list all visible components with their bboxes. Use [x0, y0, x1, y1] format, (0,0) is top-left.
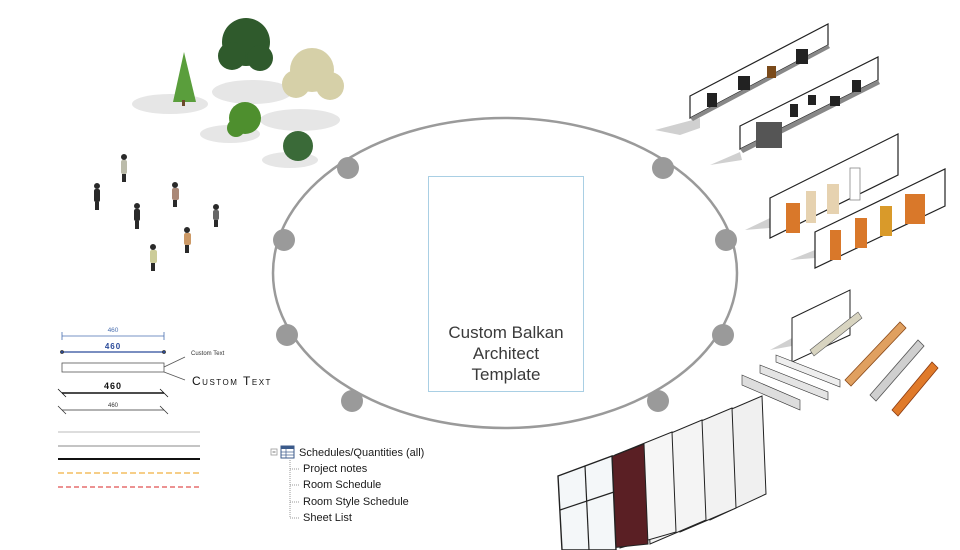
schedule-item[interactable]: Room Style Schedule — [303, 496, 409, 508]
schedule-table-icon — [280, 445, 295, 459]
ring-node — [652, 157, 674, 179]
ring-node — [337, 157, 359, 179]
dimension-styles — [57, 332, 186, 415]
tree-dark — [218, 18, 273, 71]
person — [121, 154, 127, 182]
schedule-item[interactable]: Sheet List — [303, 512, 352, 524]
stairs-railings — [741, 289, 939, 417]
walls-doors — [745, 133, 946, 269]
person — [213, 204, 219, 227]
ring-node — [341, 390, 363, 412]
schedule-tree-lines — [289, 460, 300, 519]
wall-type-layers — [557, 395, 767, 550]
tree-conifer — [173, 52, 196, 106]
tree-small-dark — [283, 131, 313, 161]
schedule-item[interactable]: Project notes — [303, 463, 368, 475]
template-file-card[interactable] — [428, 176, 584, 392]
dim-label: 460 — [108, 327, 119, 334]
line-styles — [58, 431, 200, 488]
person — [184, 227, 191, 253]
ring-node — [715, 229, 737, 251]
custom-text-small: Custom Text — [191, 351, 225, 357]
person — [94, 183, 100, 210]
ring-node — [712, 324, 734, 346]
schedule-collapse-icon — [270, 448, 278, 456]
dim-label: 460 — [104, 381, 122, 391]
walls-windows — [655, 23, 880, 165]
schedule-item[interactable]: Room Schedule — [303, 479, 382, 491]
template-title-line: Template — [471, 365, 541, 384]
dim-label: 460 — [108, 403, 119, 409]
schedules-root-label[interactable]: Schedules/Quantities (all) — [299, 447, 425, 459]
person — [134, 203, 140, 229]
template-title-line: Architect — [472, 344, 540, 363]
tree-blossom — [282, 48, 344, 100]
person — [150, 244, 157, 271]
tree-green — [227, 102, 261, 137]
ring-node — [273, 229, 295, 251]
ring-node — [647, 390, 669, 412]
custom-text-large: Custom Text — [192, 374, 272, 388]
template-title: Custom Balkan Architect Template — [428, 322, 584, 385]
template-title-line: Custom Balkan — [448, 323, 564, 342]
person — [172, 182, 179, 207]
trees-group — [132, 18, 344, 168]
people-group — [94, 154, 219, 271]
ring-nodes — [273, 157, 737, 412]
ring-node — [276, 324, 298, 346]
ring — [271, 116, 739, 430]
dim-label: 460 — [105, 342, 121, 351]
